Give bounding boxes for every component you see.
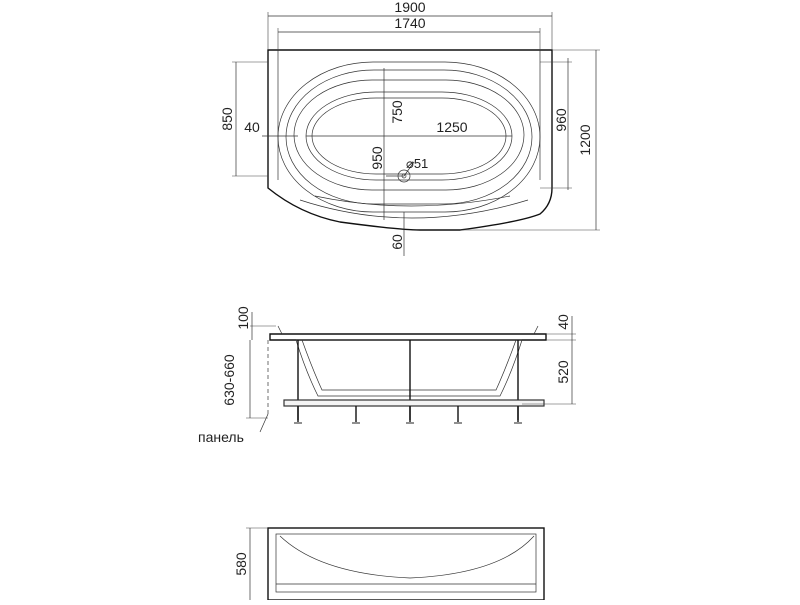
dim-drain-diameter: ⌀51	[406, 156, 428, 171]
side-view: 100 630-660 панель 40 520	[198, 306, 576, 445]
dim-580: 580	[233, 552, 249, 576]
panel-outer	[267, 527, 545, 601]
dim-1740: 1740	[394, 15, 425, 31]
panel-view: 580	[233, 527, 545, 601]
dim-950: 950	[369, 146, 385, 170]
dim-850: 850	[219, 107, 235, 131]
dim-1200: 1200	[577, 124, 593, 155]
panel-inner	[275, 533, 537, 593]
top-view-outline	[267, 49, 553, 231]
frame-base-rail	[283, 399, 545, 407]
side-bowl	[295, 339, 523, 397]
panel-label: панель	[198, 429, 244, 445]
outer-oval	[277, 61, 541, 213]
side-rim	[269, 333, 547, 341]
dim-630-660: 630-660	[221, 354, 237, 406]
dim-60: 60	[389, 234, 405, 250]
dim-100: 100	[235, 306, 251, 330]
frame-feet	[294, 406, 522, 424]
top-view: 1900 1740 850 40 750 1250 950 ⌀51 960	[219, 0, 600, 256]
dim-750: 750	[389, 100, 405, 124]
dim-40-side: 40	[555, 314, 571, 330]
middle-oval	[293, 79, 525, 191]
dim-960: 960	[553, 108, 569, 132]
dim-40-top: 40	[244, 119, 260, 135]
dim-520: 520	[555, 360, 571, 384]
outer-oval-2	[285, 69, 533, 205]
panel-curve	[279, 535, 535, 579]
dim-1250: 1250	[436, 119, 467, 135]
dim-1900: 1900	[394, 0, 425, 15]
